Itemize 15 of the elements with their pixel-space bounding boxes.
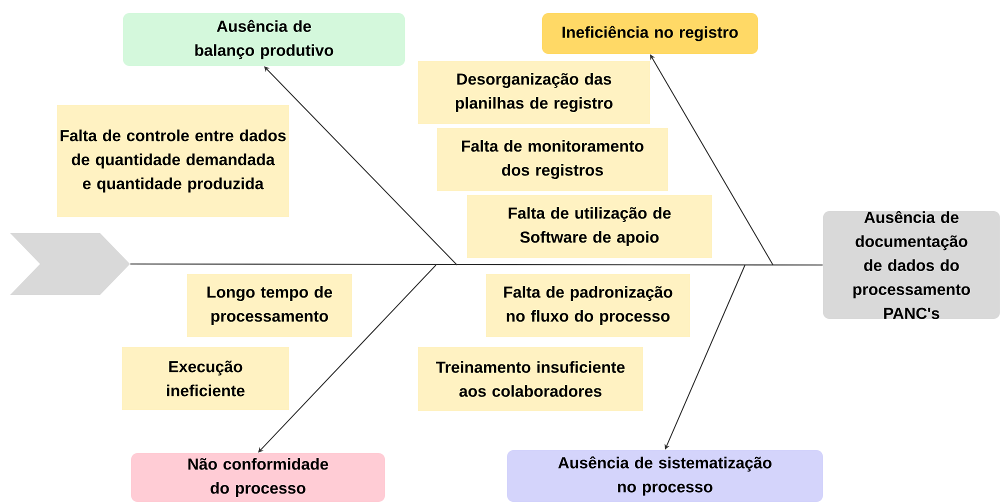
cause-note: Falta de controle entre dados de quantidade demandada e quantidade produzida xyxy=(57,105,289,217)
spine-line xyxy=(130,263,823,266)
category-box: Ausência de sistematização no processo xyxy=(507,450,823,502)
cause-note: Falta de utilização de Software de apoio xyxy=(466,195,712,258)
category-box: Não conformidade do processo xyxy=(131,452,385,502)
cause-note: Longo tempo de processamento xyxy=(186,274,352,337)
tail-chevron xyxy=(10,233,130,295)
cause-note: Treinamento insuficiente aos colaboradores xyxy=(418,347,644,411)
cause-note: Falta de padronização no fluxo do processo xyxy=(486,274,690,337)
cause-note: Desorganização das planilhas de registro xyxy=(418,61,650,124)
category-box: Ausência de balanço produtivo xyxy=(122,12,406,66)
cause-note: Execução ineficiente xyxy=(122,347,290,410)
cause-note: Falta de monitoramento dos registros xyxy=(436,128,668,191)
problem-box: Ausência de documentação de dados do processamento PANC's xyxy=(822,210,1000,320)
category-box: Ineficiência no registro xyxy=(542,12,758,54)
